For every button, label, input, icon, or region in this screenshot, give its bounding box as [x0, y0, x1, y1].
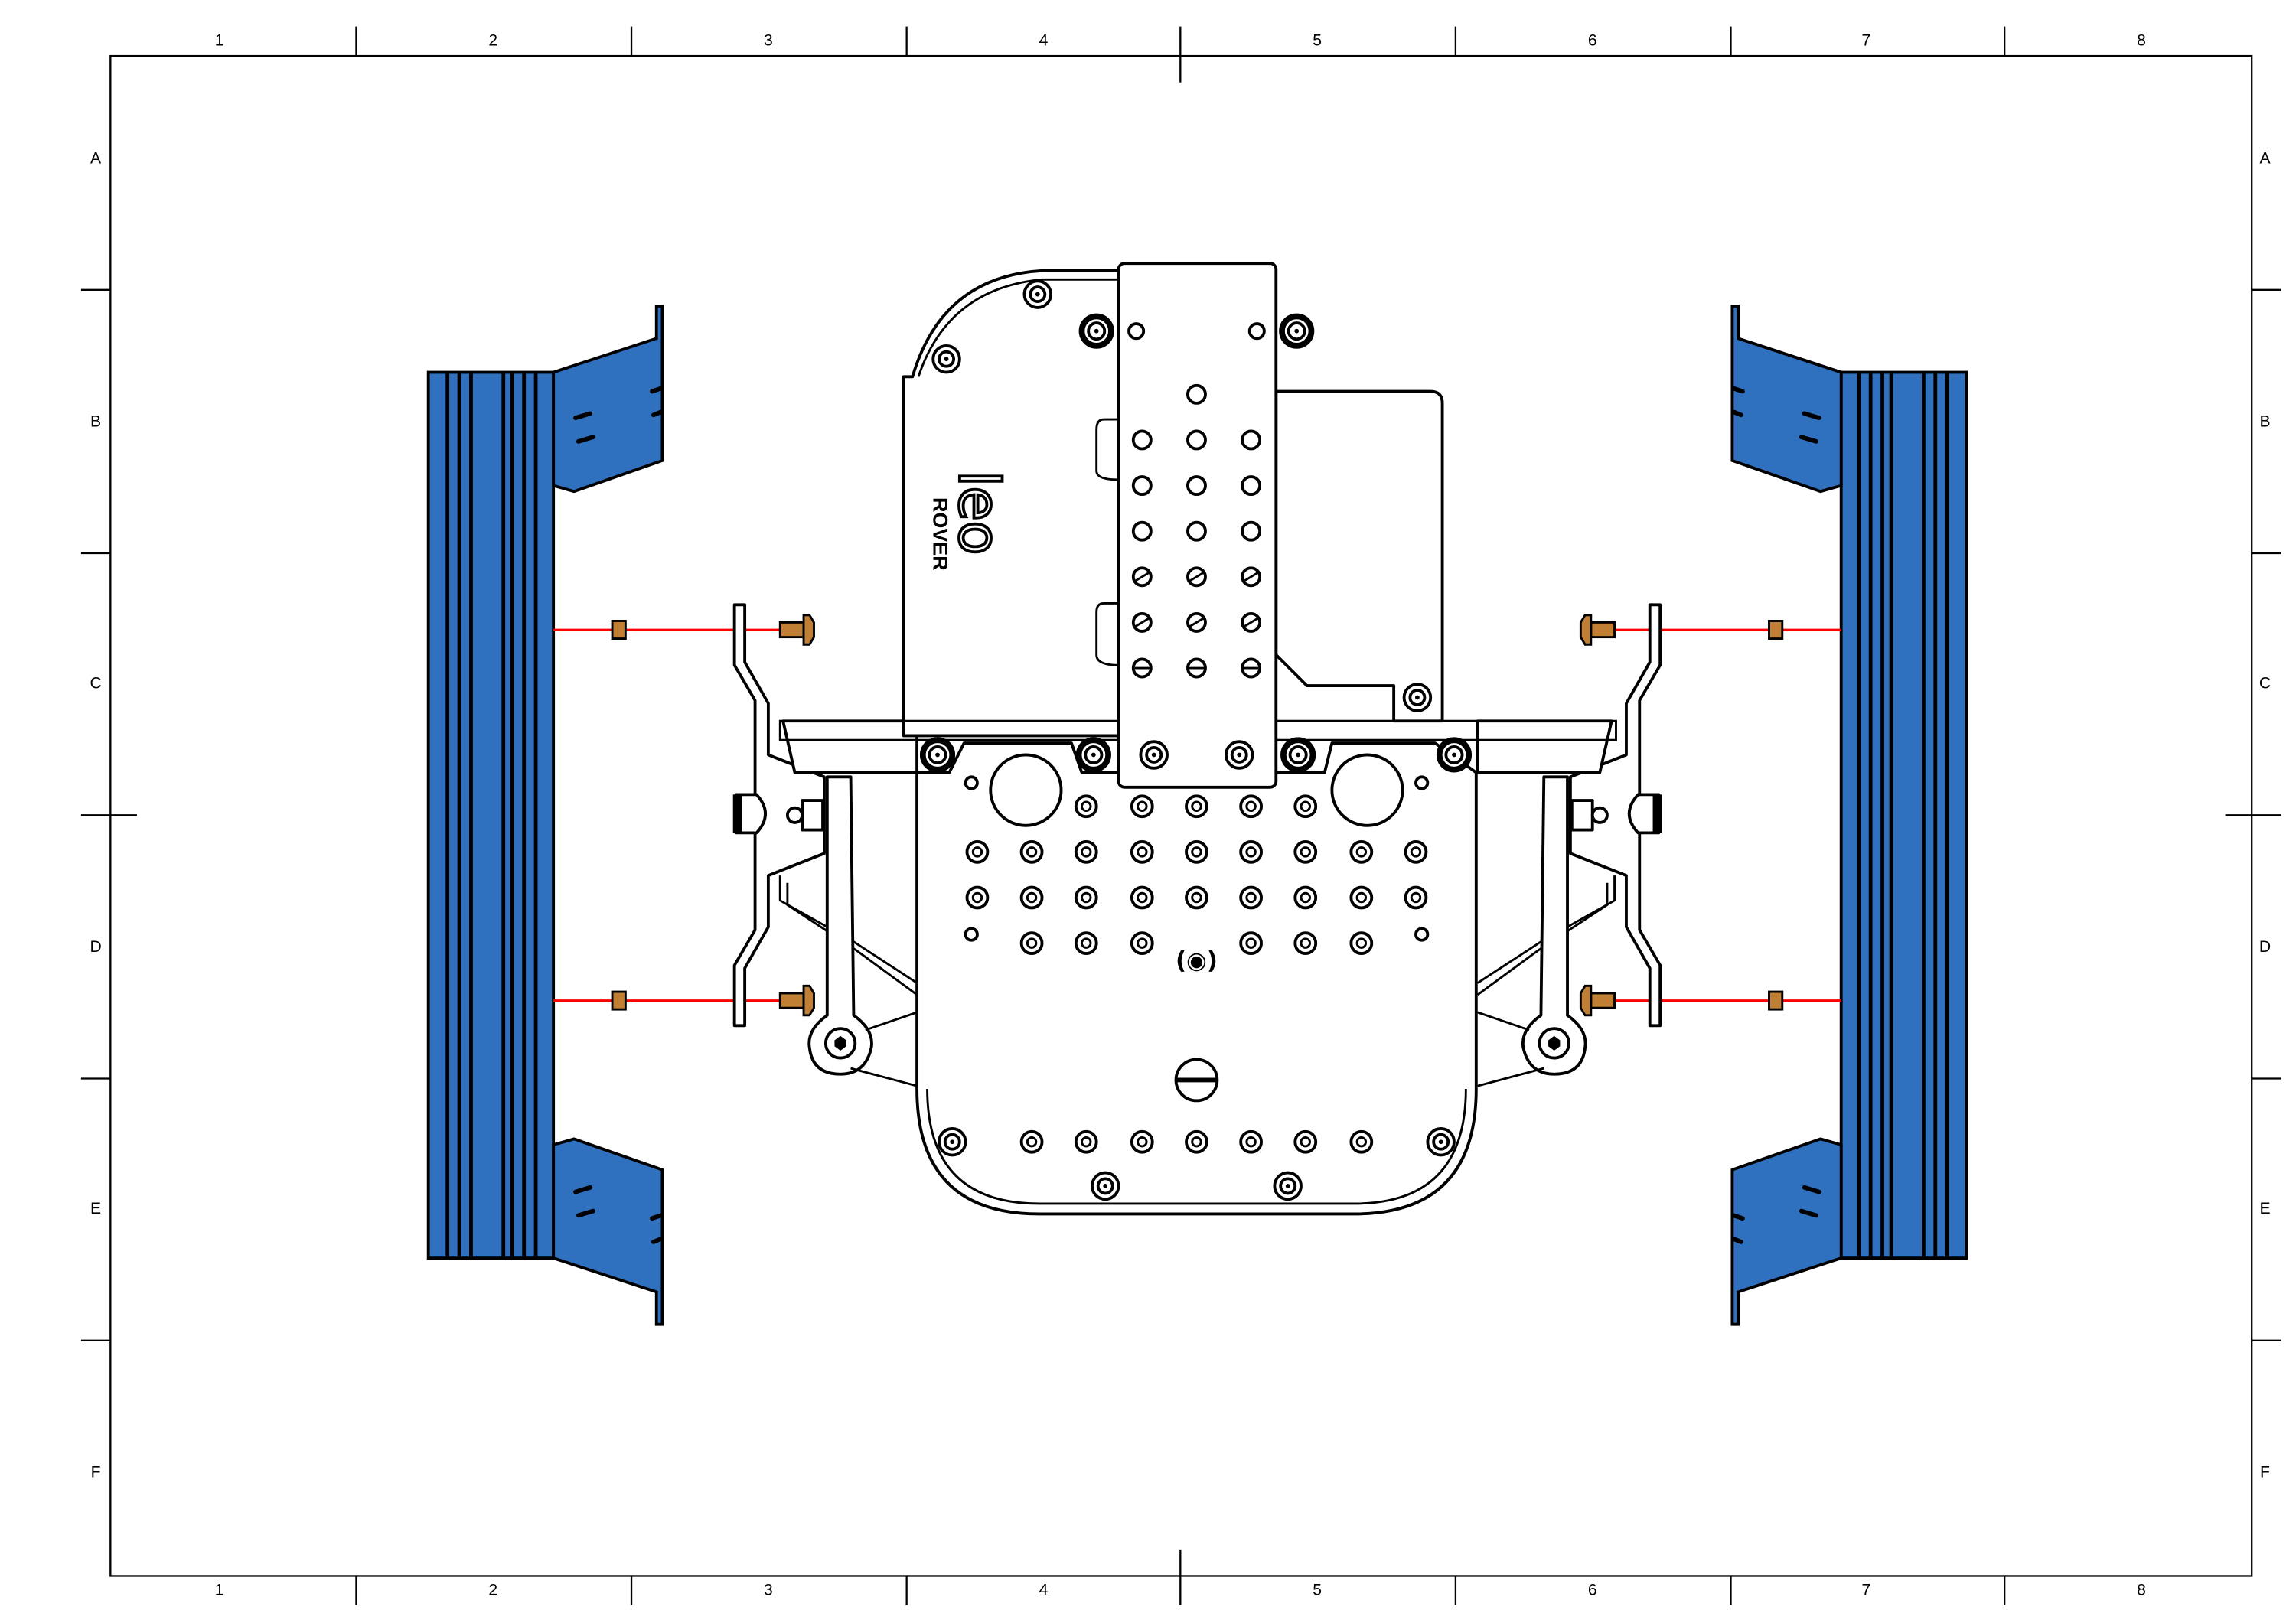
- suspension-bracket: [732, 603, 826, 1028]
- hole: [1241, 520, 1262, 542]
- hole: [1241, 429, 1262, 451]
- column-label: 1: [215, 1581, 224, 1599]
- row-label: C: [90, 675, 101, 693]
- row-label: D: [90, 938, 101, 956]
- logo-word: leo: [946, 471, 1011, 555]
- main-plate: [915, 741, 1478, 1216]
- bolt: [778, 614, 815, 646]
- column-label: 6: [1588, 1581, 1597, 1599]
- hole: [1186, 475, 1207, 497]
- row-label: A: [90, 149, 102, 167]
- track-module: [426, 305, 664, 1326]
- hole: [964, 927, 979, 942]
- column-label: 6: [1588, 31, 1597, 49]
- column-label: 4: [1039, 31, 1049, 49]
- wireless-symbol: (◉): [1176, 947, 1218, 974]
- column-label: 2: [488, 31, 497, 49]
- row-label: F: [91, 1463, 101, 1481]
- hole-pattern: [919, 279, 1473, 1201]
- column-label: 7: [1862, 1581, 1871, 1599]
- left-housing: [902, 269, 1120, 738]
- column-label: 8: [2137, 1581, 2146, 1599]
- column-label: 3: [764, 31, 773, 49]
- row-label: B: [90, 412, 101, 430]
- column-label: 2: [488, 1581, 497, 1599]
- row-label: C: [2259, 675, 2271, 693]
- right-housing: [1274, 389, 1444, 723]
- column-label: 4: [1039, 1581, 1049, 1599]
- row-label: B: [2259, 412, 2270, 430]
- hole: [964, 775, 979, 790]
- row-label: E: [2259, 1200, 2270, 1217]
- column-label: 5: [1313, 1581, 1322, 1599]
- hole: [1186, 429, 1207, 451]
- hole: [1186, 383, 1207, 405]
- nut: [611, 990, 627, 1011]
- rover-chassis: leo ROVER (◉): [778, 262, 1617, 1216]
- hole: [1247, 322, 1266, 341]
- hole: [1186, 520, 1207, 542]
- right-track-assembly: [1478, 306, 1966, 1325]
- row-label: E: [90, 1200, 101, 1217]
- hole: [1127, 322, 1146, 341]
- column-label: 5: [1313, 31, 1322, 49]
- logo-subtitle: ROVER: [928, 497, 951, 571]
- nut: [611, 620, 627, 640]
- bolt: [778, 984, 815, 1017]
- column-label: 8: [2137, 31, 2146, 49]
- hole: [1241, 475, 1262, 497]
- hole: [1414, 775, 1430, 790]
- row-label: D: [2259, 938, 2271, 956]
- column-label: 1: [215, 31, 224, 49]
- hole: [1131, 475, 1153, 497]
- left-track-assembly: [426, 305, 919, 1326]
- row-label: A: [2259, 149, 2271, 167]
- assembly-lines: [553, 628, 807, 1002]
- hole: [1131, 520, 1153, 542]
- column-label: 3: [764, 1581, 773, 1599]
- mount-bracket-bottom: [552, 1137, 664, 1326]
- hole: [1131, 429, 1153, 451]
- column-label: 7: [1862, 31, 1871, 49]
- hole: [1414, 927, 1430, 942]
- mount-bracket-top: [552, 305, 664, 494]
- row-label: F: [2260, 1463, 2270, 1481]
